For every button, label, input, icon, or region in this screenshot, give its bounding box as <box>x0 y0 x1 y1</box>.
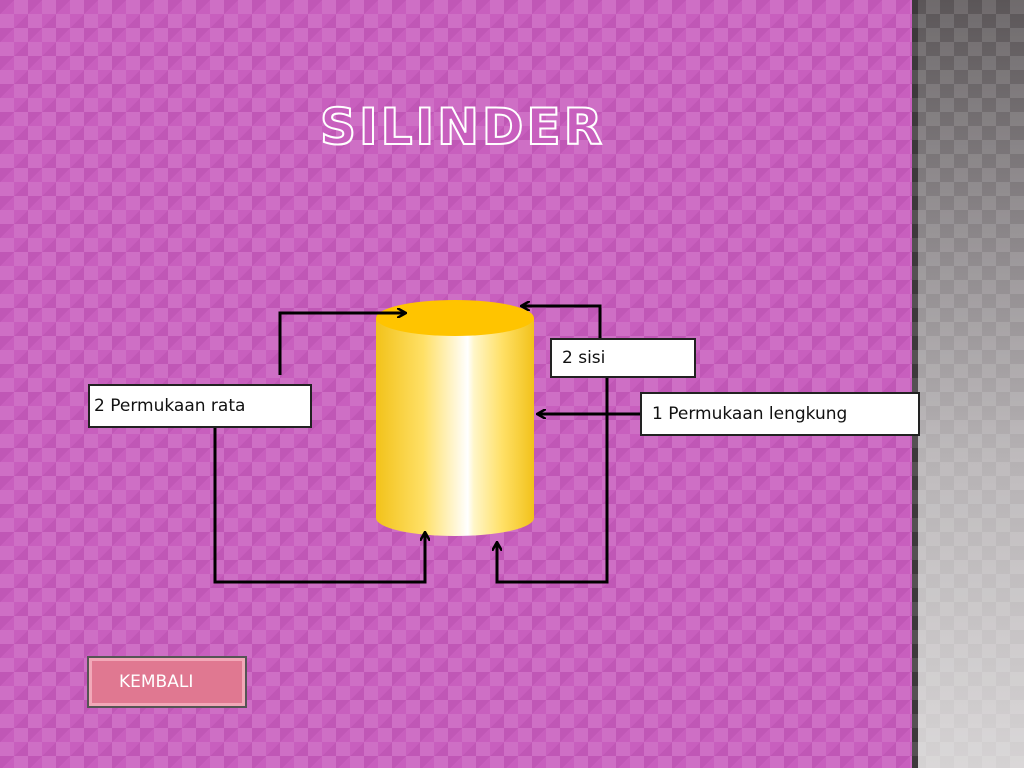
arrow-sides-bottom <box>497 378 609 584</box>
arrow-top-face <box>278 313 405 375</box>
label-flat-surfaces: 2 Permukaan rata <box>88 384 312 428</box>
side-decor-panel <box>912 0 1024 768</box>
cylinder-shape <box>376 300 534 536</box>
label-sides: 2 sisi <box>550 338 696 378</box>
slide-title: SILINDER <box>319 97 606 157</box>
back-button[interactable]: KEMBALI <box>87 656 247 708</box>
label-curved-surface: 1 Permukaan lengkung <box>640 392 920 436</box>
arrow-sides-top <box>522 306 602 338</box>
arrow-bottom-face <box>213 428 425 584</box>
